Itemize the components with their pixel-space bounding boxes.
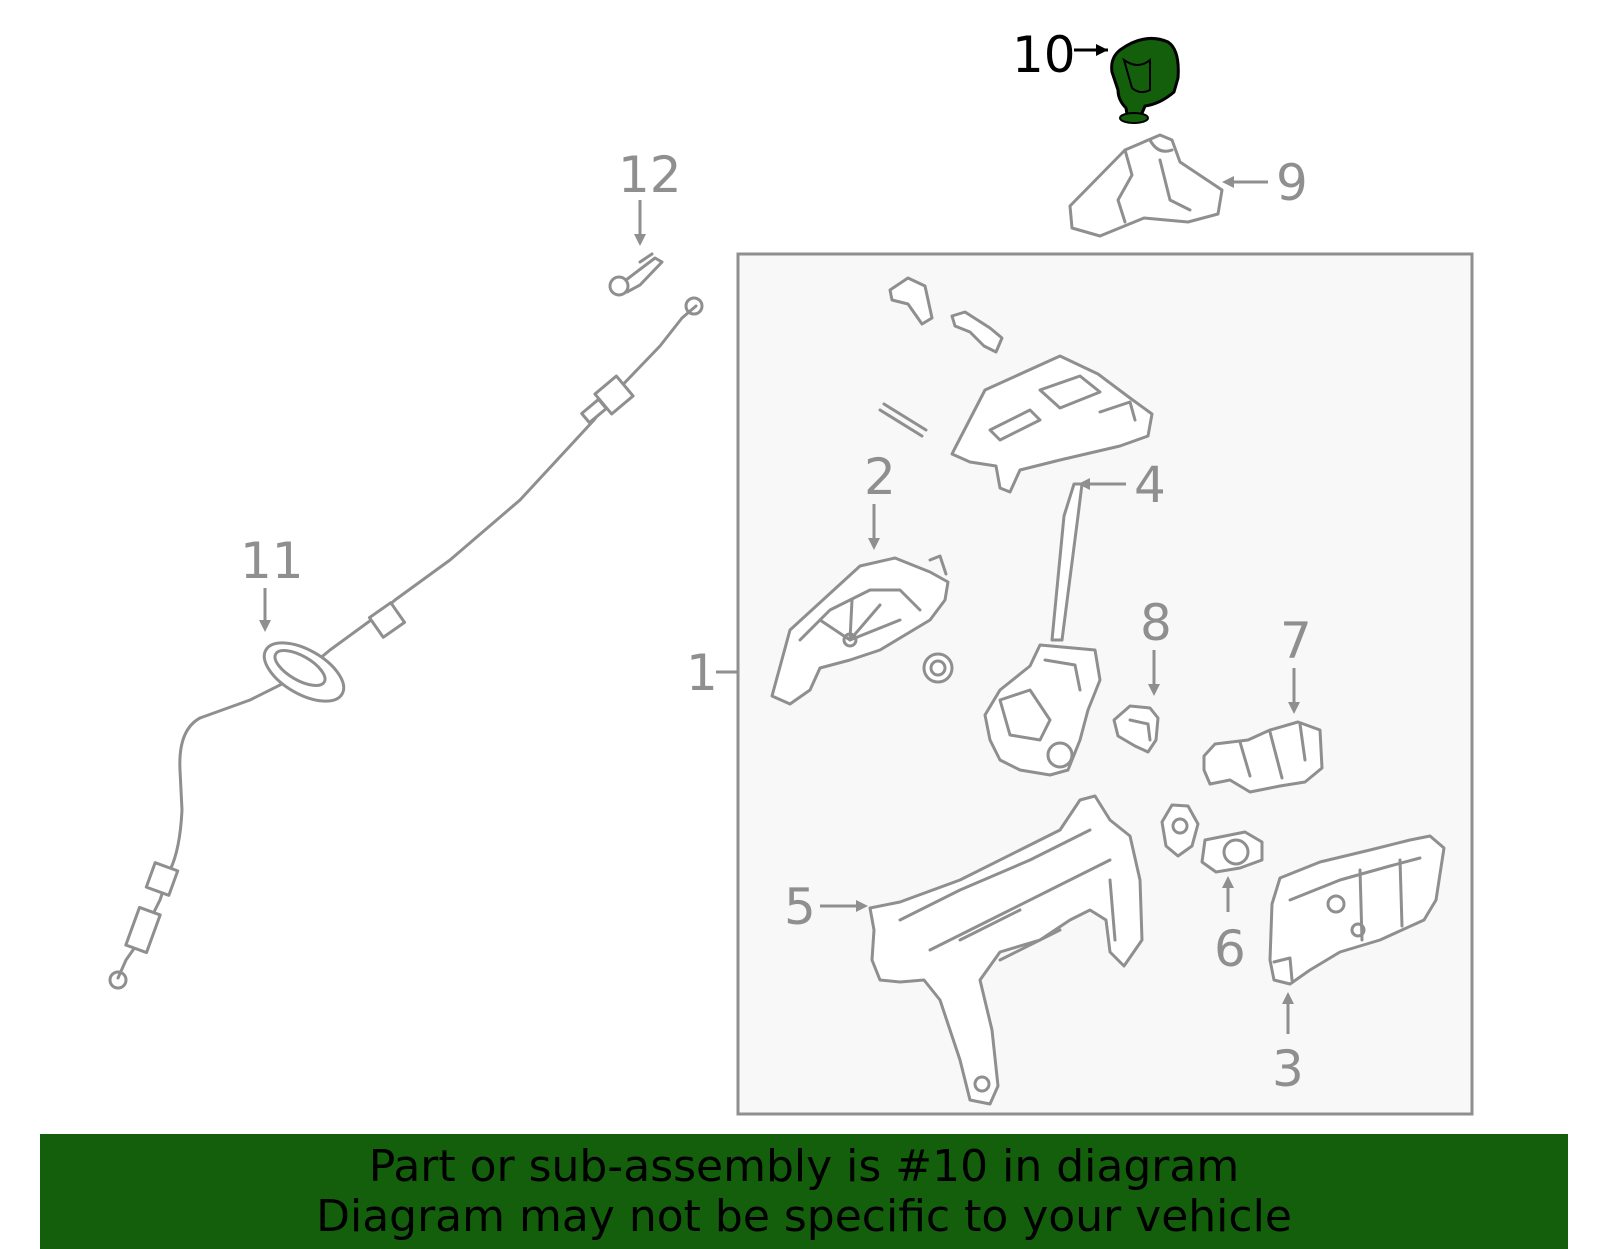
callout-3: 3 (1272, 1040, 1304, 1098)
callout-9: 9 (1276, 154, 1308, 212)
callout-7: 7 (1280, 612, 1312, 670)
info-banner: Part or sub-assembly is #10 in diagram D… (40, 1134, 1568, 1249)
callout-4: 4 (1134, 456, 1166, 514)
part-12-clip[interactable] (608, 252, 664, 297)
callout-2: 2 (864, 448, 896, 506)
banner-line-part: Part or sub-assembly is #10 in diagram (368, 1140, 1240, 1192)
callout-12: 12 (618, 146, 682, 204)
callout-1: 1 (686, 644, 718, 702)
part-11-shift-cable[interactable] (108, 296, 704, 990)
part-10-shift-knob[interactable] (1110, 36, 1180, 124)
part-8-sensor[interactable] (1112, 704, 1160, 754)
part-9-shift-bezel[interactable] (1068, 133, 1224, 238)
callout-8: 8 (1140, 594, 1172, 652)
part-6-solenoid[interactable] (1160, 803, 1264, 874)
part-5-base-bracket[interactable] (868, 794, 1144, 1106)
part-2-selector-housing[interactable] (770, 554, 954, 706)
leader-lines (259, 44, 1300, 1034)
callout-10: 10 (1012, 26, 1076, 84)
part-3-side-housing[interactable] (1268, 834, 1446, 986)
banner-line-disclaimer: Diagram may not be specific to your vehi… (316, 1190, 1292, 1242)
callout-5: 5 (784, 878, 816, 936)
callout-11: 11 (240, 532, 304, 590)
part-upper-gate[interactable] (878, 276, 1154, 494)
callout-6: 6 (1214, 920, 1246, 978)
part-7-bracket[interactable] (1202, 720, 1324, 794)
part-4-shift-lever[interactable] (983, 482, 1102, 777)
